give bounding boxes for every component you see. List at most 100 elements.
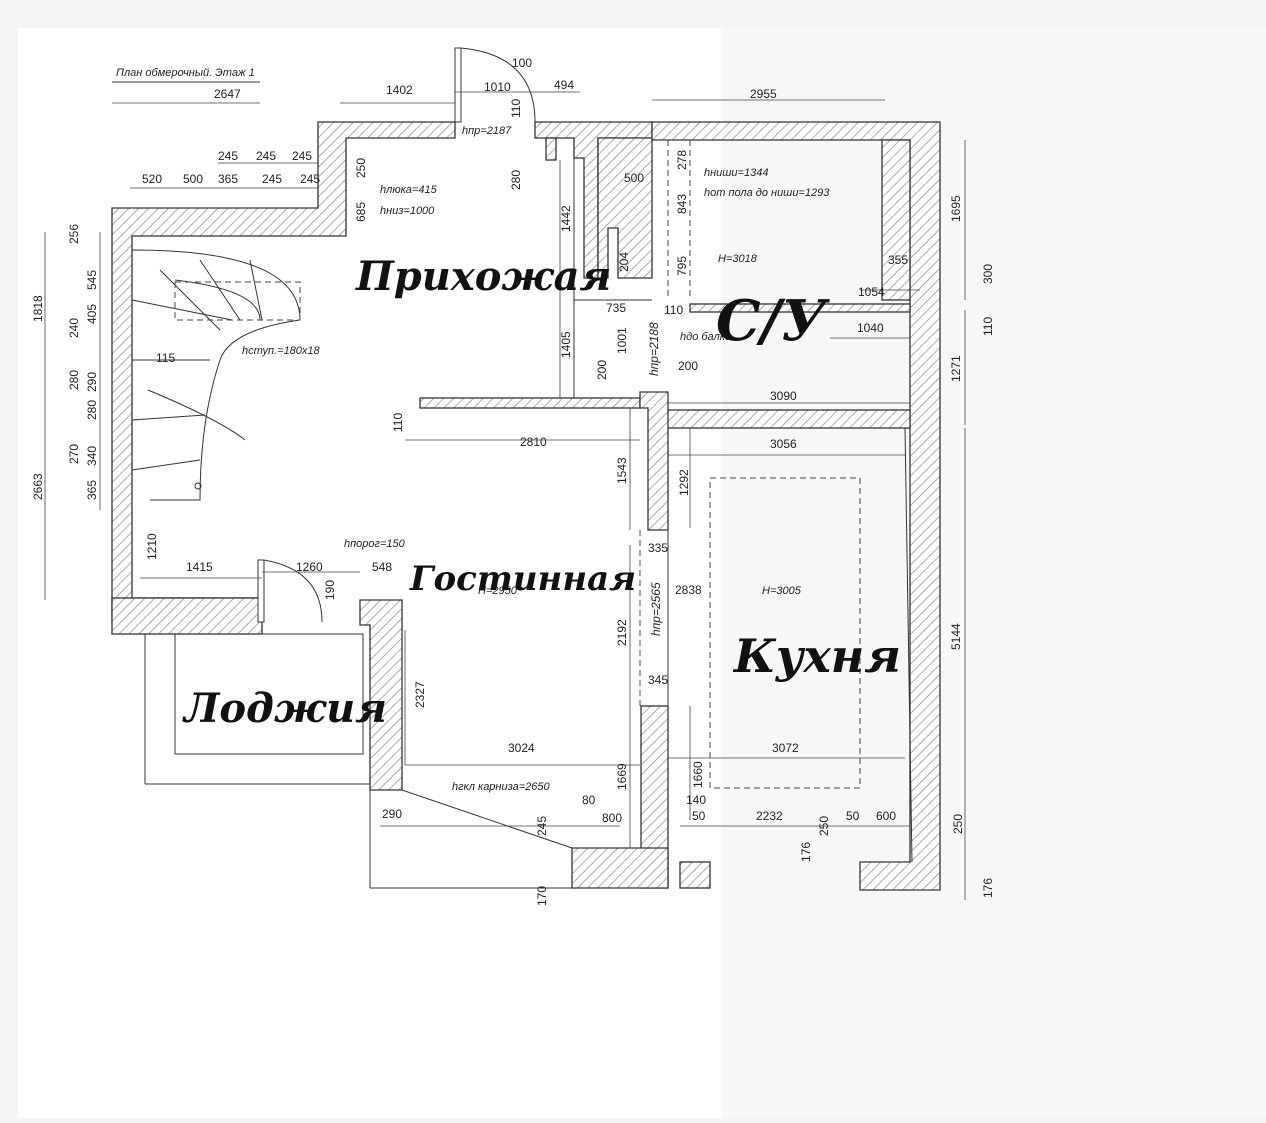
room-label-loggia: Лоджия: [182, 685, 387, 732]
dim-label: 2955: [750, 87, 777, 101]
dim-label: 270: [67, 444, 81, 464]
dim-label: 140: [686, 793, 706, 807]
note-door-kitchen: hпр=2565: [649, 582, 663, 636]
note-niche-floor: hот пола до ниши=1293: [704, 187, 830, 199]
note-threshold: hпорог=150: [344, 538, 406, 550]
doors: [257, 47, 536, 623]
dim-label: 1271: [949, 355, 963, 382]
dim-label: 256: [67, 224, 81, 244]
dim-label: 100: [512, 56, 532, 70]
dim-label: 3024: [508, 741, 535, 755]
dim-label: 1001: [615, 327, 629, 354]
plan-title: План обмерочный. Этаж 1: [116, 67, 255, 79]
note-living-h: H=2950: [478, 585, 518, 597]
dim-label: 494: [554, 78, 574, 92]
dim-label: 278: [675, 150, 689, 170]
dim-label: 735: [606, 301, 626, 315]
dim-label: 5144: [949, 623, 963, 650]
dim-label: 200: [678, 359, 698, 373]
dim-label: 500: [183, 172, 203, 186]
dim-label: 335: [648, 541, 668, 555]
dim-label: 204: [617, 252, 631, 272]
dim-label: 365: [85, 480, 99, 500]
plan-notes: hпр=2187 hниши=1344 hот пола до ниши=129…: [242, 125, 830, 793]
dim-label: 80: [582, 793, 596, 807]
dim-label: 115: [156, 351, 175, 365]
dim-label: 795: [675, 256, 689, 276]
dim-label: 600: [876, 809, 896, 823]
note-hatch-bottom: hниз=1000: [380, 205, 435, 217]
dim-label: 245: [292, 149, 312, 163]
room-label-kitchen: Кухня: [732, 629, 901, 683]
note-kitchen-h: H=3005: [762, 585, 802, 597]
dim-label: 245: [300, 172, 320, 186]
dim-label: 2232: [756, 809, 783, 823]
dim-label: 110: [981, 317, 995, 336]
dim-label: 3056: [770, 437, 797, 451]
dim-label: 520: [142, 172, 162, 186]
dim-label: 1660: [691, 761, 705, 788]
dim-label: 685: [354, 202, 368, 222]
dimension-labels: 2647 1402 1010 100 494 2955 520 500 365 …: [31, 56, 995, 906]
note-hatch-h: hлюка=415: [380, 184, 438, 196]
paper-fold: [722, 28, 1266, 1118]
dim-label: 3072: [772, 741, 799, 755]
walls: [111, 121, 941, 891]
dim-label: 2192: [615, 619, 629, 646]
dim-label: 1054: [858, 285, 885, 299]
dim-label: 280: [509, 170, 523, 190]
room-labels: Прихожая С/У Гостинная Кухня Лоджия: [182, 253, 901, 732]
dim-label: 1669: [615, 763, 629, 790]
dim-label: 1260: [296, 560, 323, 574]
dim-label: 245: [262, 172, 282, 186]
dim-label: 200: [595, 360, 609, 380]
dim-label: 843: [675, 194, 689, 214]
dim-label: 1543: [615, 457, 629, 484]
dim-label: 280: [67, 370, 81, 390]
dim-label: 110: [509, 99, 523, 118]
dim-label: 1442: [559, 205, 573, 232]
dim-label: 545: [85, 270, 99, 290]
dimension-lines: [44, 91, 966, 900]
room-label-hall: Прихожая: [355, 253, 611, 300]
dim-label: 250: [354, 158, 368, 178]
dim-label: 1010: [484, 80, 511, 94]
dim-label: 2663: [31, 473, 45, 500]
dim-label: 3090: [770, 389, 797, 403]
dim-label: 1415: [186, 560, 213, 574]
note-balk: hдо балки: [680, 331, 731, 343]
dim-label: 290: [382, 807, 402, 821]
dim-label: 1402: [386, 83, 413, 97]
dim-label: 110: [391, 413, 405, 432]
dim-label: 2647: [214, 87, 241, 101]
dim-label: 2327: [413, 681, 427, 708]
dim-label: 190: [323, 580, 337, 600]
dim-label: 110: [664, 303, 683, 317]
room-label-living: Гостинная: [409, 559, 636, 599]
dim-label: 250: [951, 814, 965, 834]
note-door-entry: hпр=2187: [462, 125, 512, 137]
dim-label: 50: [692, 809, 706, 823]
dim-label: 50: [846, 809, 860, 823]
dim-label: 290: [85, 372, 99, 392]
note-niche-h: hниши=1344: [704, 167, 768, 179]
dim-label: 300: [981, 264, 995, 284]
dim-label: 1695: [949, 195, 963, 222]
dim-label: 355: [888, 253, 908, 267]
dim-label: 250: [817, 816, 831, 836]
dim-label: 245: [535, 816, 549, 836]
note-bath-h: H=3018: [718, 253, 758, 265]
dim-label: 280: [85, 400, 99, 420]
dim-label: 800: [602, 811, 622, 825]
dim-label: 548: [372, 560, 392, 574]
dim-label: 245: [256, 149, 276, 163]
note-stair: hступ.=180x18: [242, 345, 321, 357]
dim-label: 340: [85, 446, 99, 466]
dim-label: 170: [535, 886, 549, 906]
dim-label: 176: [981, 878, 995, 898]
dim-label: 1292: [677, 469, 691, 496]
dim-label: 365: [218, 172, 238, 186]
dim-label: 176: [799, 842, 813, 862]
dim-label: 1040: [857, 321, 884, 335]
